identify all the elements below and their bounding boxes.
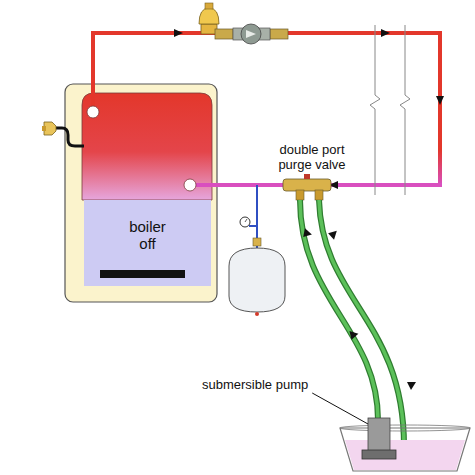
flow-arrow bbox=[407, 382, 416, 390]
supply-pipe bbox=[93, 33, 440, 150]
submersible-pump bbox=[368, 418, 390, 452]
hose bbox=[300, 200, 378, 420]
supply-port bbox=[87, 106, 99, 118]
break-line bbox=[370, 25, 380, 195]
hose bbox=[319, 200, 404, 446]
drain-valve-cap bbox=[42, 126, 46, 131]
flow-arrow bbox=[381, 29, 390, 37]
circulator-pump bbox=[241, 24, 261, 44]
pipe-transition bbox=[438, 150, 442, 185]
flow-arrow bbox=[174, 29, 183, 37]
flow-arrow bbox=[328, 231, 339, 241]
purge-port bbox=[296, 190, 304, 200]
tank-fitting bbox=[253, 238, 261, 246]
tank-valve bbox=[255, 312, 259, 316]
pump-direction bbox=[246, 30, 256, 38]
flow-arrow bbox=[301, 227, 312, 237]
expansion-tank bbox=[229, 248, 285, 312]
valve-handle bbox=[304, 174, 310, 179]
bucket-water bbox=[345, 440, 465, 470]
drain-pipe bbox=[56, 128, 84, 146]
leader-line bbox=[312, 393, 368, 424]
purge-valve-body bbox=[283, 179, 331, 191]
boiler-section: boiler off bbox=[84, 200, 211, 286]
purge-port bbox=[315, 190, 323, 200]
return-port bbox=[184, 179, 196, 191]
gauge-needle bbox=[245, 219, 247, 222]
pump-flange bbox=[270, 29, 288, 39]
bucket bbox=[340, 428, 470, 471]
air-vent-base bbox=[201, 24, 217, 34]
hose bbox=[300, 200, 378, 420]
bucket-rim bbox=[340, 425, 470, 431]
boiler-tank bbox=[82, 93, 212, 200]
gauge-line bbox=[249, 225, 257, 227]
break-line bbox=[400, 25, 410, 195]
air-vent-cap bbox=[205, 3, 213, 9]
boiler-cabinet bbox=[65, 84, 217, 302]
pump-base bbox=[362, 450, 396, 459]
pressure-gauge bbox=[240, 217, 250, 227]
pump-flange bbox=[215, 29, 233, 39]
flow-arrow bbox=[436, 96, 444, 105]
hose bbox=[319, 200, 404, 446]
air-vent-body bbox=[199, 8, 219, 24]
burner-bar bbox=[100, 270, 185, 278]
status-label: boiler off bbox=[120, 218, 176, 252]
flow-arrow bbox=[346, 328, 358, 340]
pump-label: submersible pump bbox=[202, 377, 308, 392]
valve-label: double port purge valve bbox=[262, 142, 362, 172]
